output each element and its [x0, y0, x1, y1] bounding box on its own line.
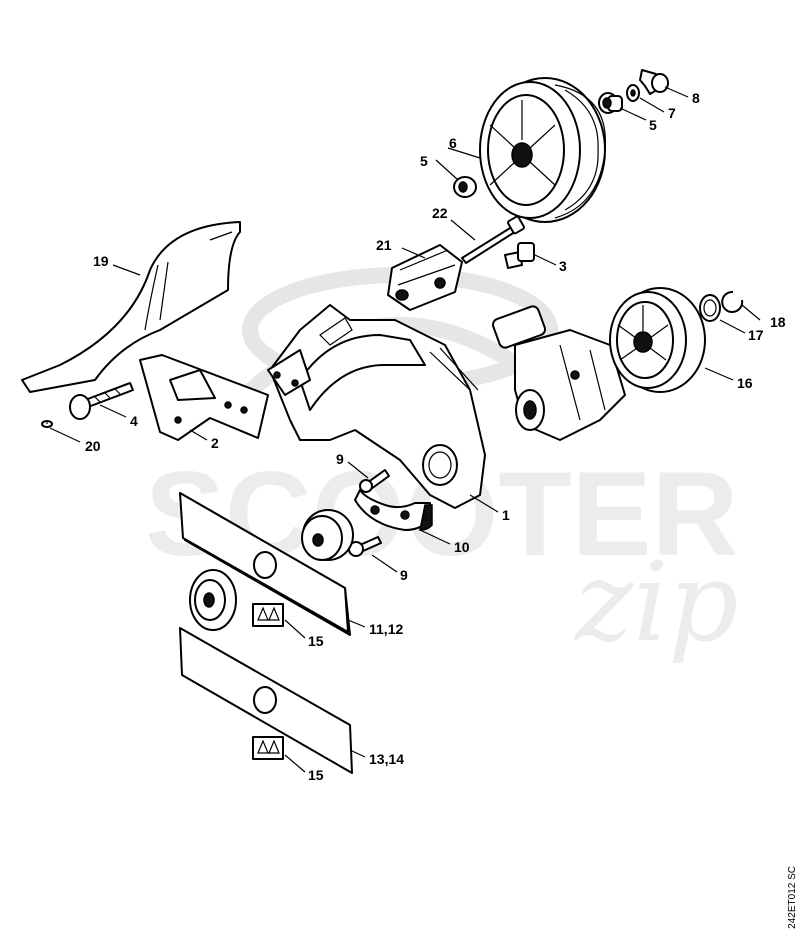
- callout-20: 20: [85, 438, 101, 454]
- callout-19: 19: [93, 253, 109, 269]
- callout-15-lower: 15: [308, 767, 324, 783]
- callout-18: 18: [770, 314, 786, 330]
- part-bushing-middle: [453, 176, 477, 198]
- callout-8: 8: [692, 90, 700, 106]
- callout-7: 7: [668, 105, 676, 121]
- part-warning-label-lower: [252, 736, 284, 760]
- callout-6: 6: [449, 135, 457, 151]
- part-bracket-plate: [139, 354, 269, 441]
- part-bushing-upper: [598, 92, 623, 114]
- part-pin-20: [41, 420, 53, 428]
- part-bolt-22: [461, 215, 525, 264]
- callout-3: 3: [559, 258, 567, 274]
- part-gearbox: [492, 305, 626, 441]
- callout-9-lower: 9: [400, 567, 408, 583]
- part-guard-housing: [267, 304, 486, 509]
- callout-5-upper: 5: [649, 117, 657, 133]
- part-washer-17: [699, 294, 721, 322]
- part-screw-3: [504, 242, 535, 269]
- callout-9-upper: 9: [336, 451, 344, 467]
- callouts: 6 5 5 7 8 22 3 21 19 4 2 20 1 9 10 9 11,…: [85, 90, 786, 783]
- callout-17: 17: [748, 327, 764, 343]
- part-hub: [301, 509, 354, 561]
- part-circlip-18: [721, 290, 744, 313]
- watermark-script: zip: [573, 538, 739, 666]
- part-clamp-bracket: [387, 244, 463, 311]
- part-deflector: [21, 221, 241, 393]
- part-disc: [189, 569, 237, 631]
- callout-10: 10: [454, 539, 470, 555]
- part-bolt-4: [69, 382, 134, 420]
- callout-11-12: 11,12: [369, 621, 403, 637]
- drawing-code: 242ET012 SC: [787, 866, 798, 929]
- part-clamp-10: [354, 489, 433, 531]
- part-screw-9-lower: [348, 536, 382, 557]
- part-blade-11-12: [179, 492, 351, 636]
- part-wing-nut: [639, 69, 669, 95]
- part-warning-label-upper: [252, 603, 284, 627]
- callout-13-14: 13,14: [369, 751, 404, 767]
- callout-21: 21: [376, 237, 392, 253]
- callout-15-upper: 15: [308, 633, 324, 649]
- callout-1: 1: [502, 507, 510, 523]
- callout-4: 4: [130, 413, 138, 429]
- part-washer-7: [626, 84, 640, 102]
- callout-5-middle: 5: [420, 153, 428, 169]
- leader-lines: [49, 86, 761, 773]
- part-blade-13-14: [179, 627, 353, 774]
- part-wheel-small: [609, 287, 706, 393]
- callout-22: 22: [432, 205, 448, 221]
- callout-16: 16: [737, 375, 753, 391]
- part-wheel-large: [479, 77, 607, 223]
- part-screw-9-upper: [359, 469, 390, 493]
- callout-2: 2: [211, 435, 219, 451]
